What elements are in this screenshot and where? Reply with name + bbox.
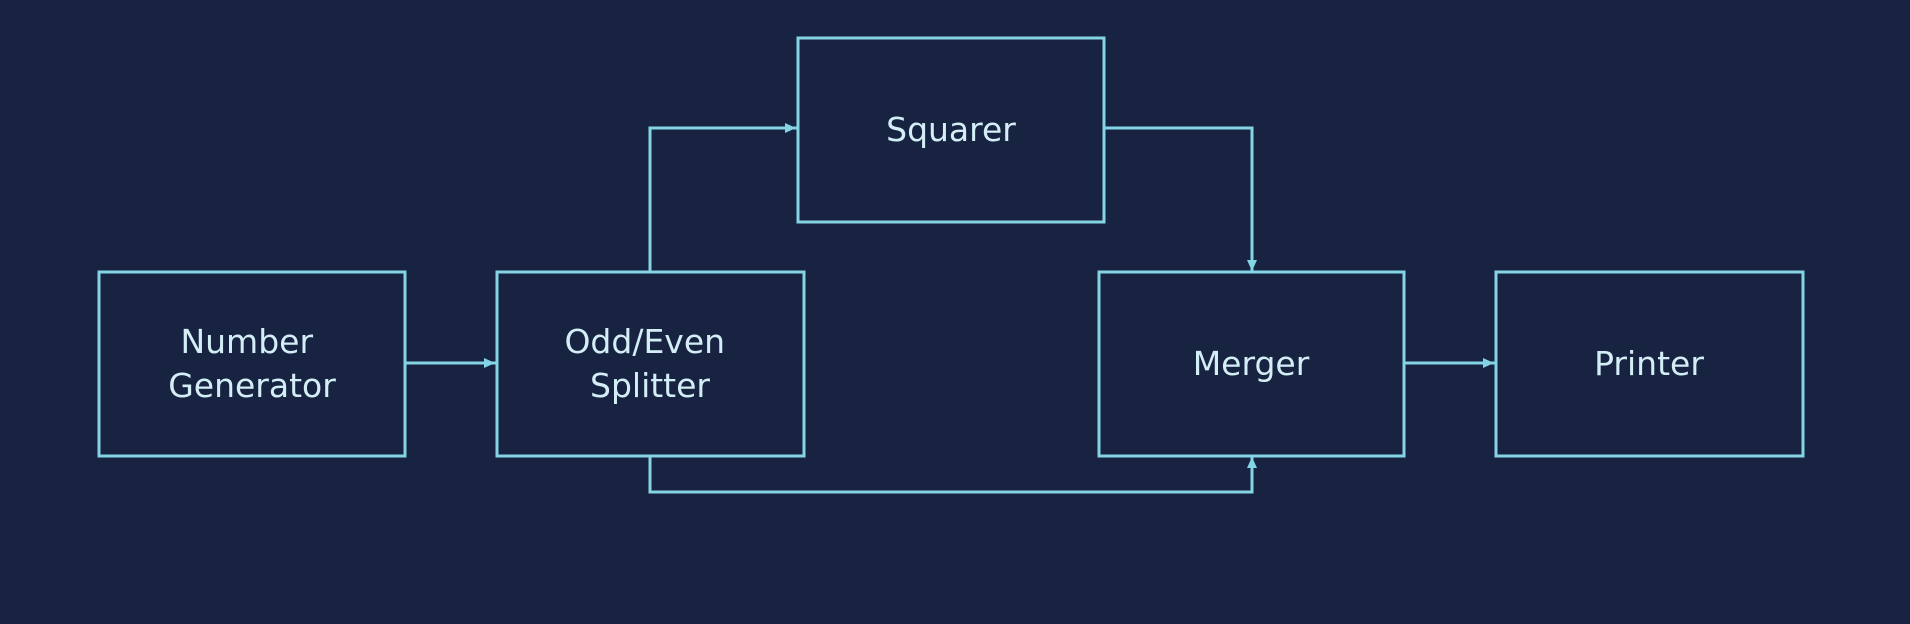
node-printer: Printer [1494,270,1805,458]
number-generator-box [97,270,407,458]
merger-box [1097,270,1406,458]
squarer-box [796,36,1106,224]
node-odd-even-splitter: Odd/Even Splitter [495,270,806,458]
printer-label: Printer [1594,344,1704,383]
number-generator-label: Number Generator [168,322,336,405]
edge-splitter-to-squarer [648,123,797,272]
merger-label: Merger [1193,344,1310,383]
merger-label-line-1: Merger [1193,344,1310,383]
odd-even-splitter-label-line-1: Odd/Even [564,322,725,361]
odd-even-splitter-label-line-2: Splitter [590,366,710,405]
node-merger: Merger [1097,270,1406,458]
edge-squarer-to-merger [1102,126,1257,272]
connectors [403,123,1495,494]
printer-box [1494,270,1805,458]
printer-label-line-1: Printer [1594,344,1704,383]
number-generator-label-line-2: Generator [168,366,336,405]
squarer-label-line-1: Squarer [886,110,1016,149]
node-squarer: Squarer [796,36,1106,224]
odd-even-splitter-box [495,270,806,458]
edge-splitter-to-merger [648,454,1257,494]
odd-even-splitter-label: Odd/Even Splitter [564,322,735,405]
node-number-generator: Number Generator [97,270,407,458]
squarer-label: Squarer [886,110,1016,149]
number-generator-label-line-1: Number [180,322,313,361]
